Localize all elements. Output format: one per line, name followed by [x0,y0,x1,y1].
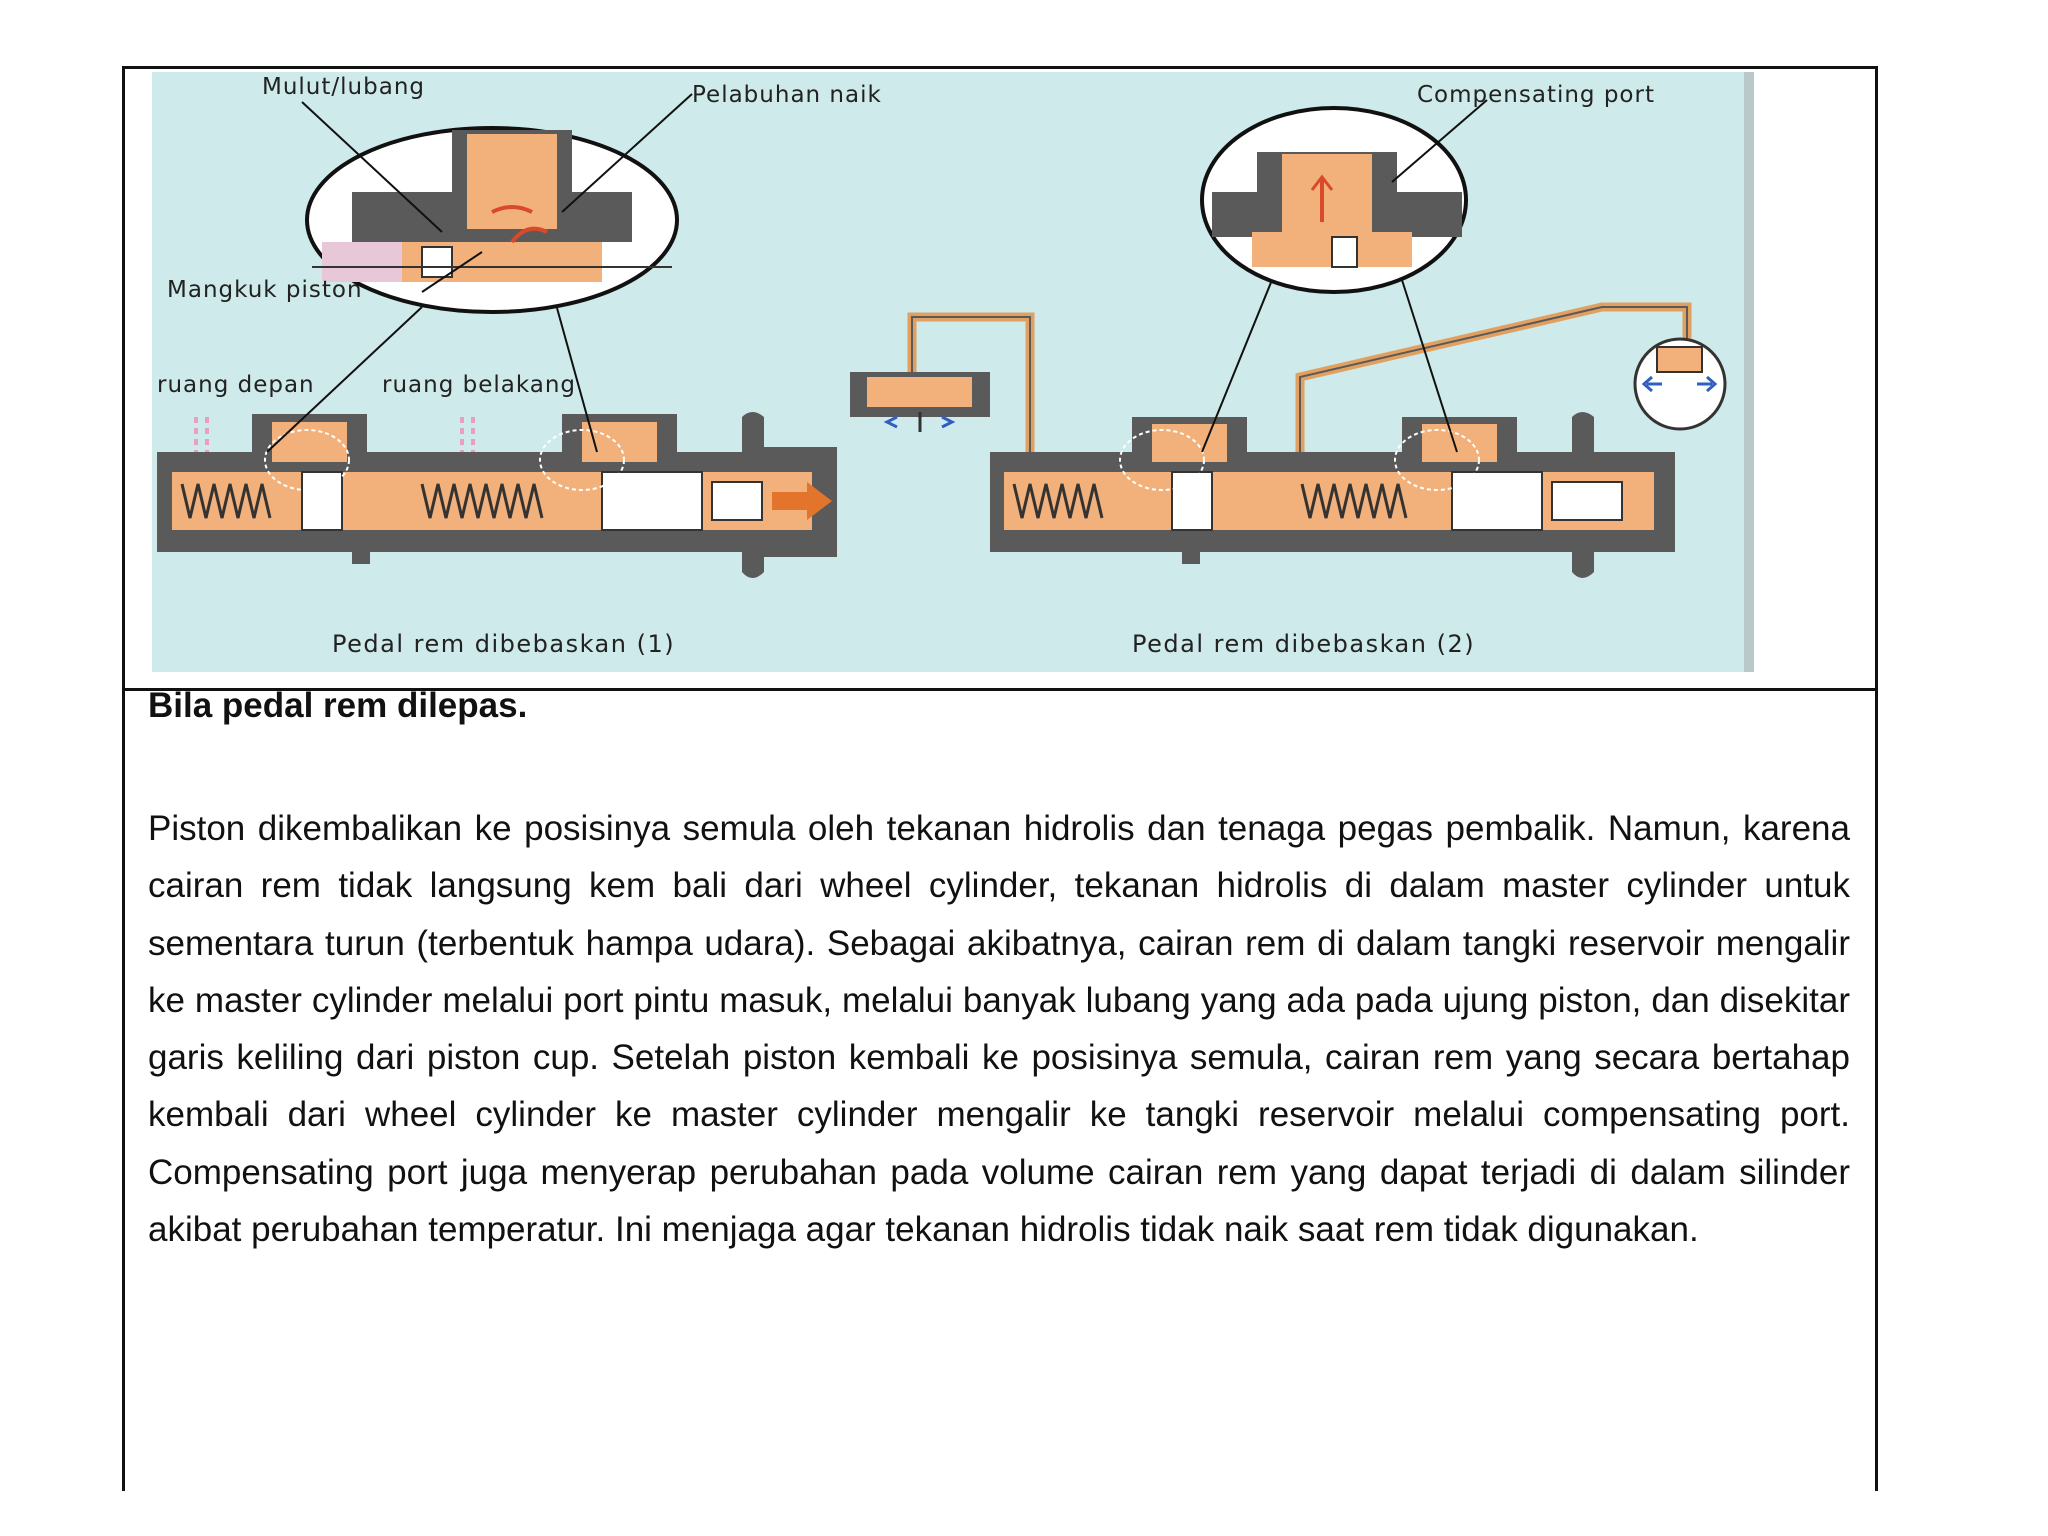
caption-right: Pedal rem dibebaskan (2) [1132,630,1475,658]
label-ruang-depan: ruang depan [157,372,315,398]
table-border-right [1875,66,1878,1491]
left-magnifier [266,126,679,453]
left-master-cylinder [157,412,837,578]
body-paragraph: Piston dikembalikan ke posisinya semula … [148,809,1850,1250]
label-pelabuhan: Pelabuhan naik [692,82,882,108]
master-cylinder-figure: Mulut/lubang Pelabuhan naik Compensating… [152,72,1754,672]
section-heading: Bila pedal rem dilepas. [148,686,528,725]
label-mulut-lubang: Mulut/lubang [262,74,425,100]
figure-svg: Mulut/lubang Pelabuhan naik Compensating… [152,72,1754,672]
table-border-top [122,66,1878,69]
right-magnifier [1200,106,1468,453]
label-compensating-port: Compensating port [1417,82,1655,108]
figure-edge [1744,72,1754,672]
label-mangkuk-piston: Mangkuk piston [167,277,363,303]
caption-left: Pedal rem dibebaskan (1) [332,630,675,658]
table-border-left [122,66,125,1491]
table-border-middle [122,688,1878,691]
label-ruang-belakang: ruang belakang [382,372,576,398]
right-master-cylinder [850,302,1727,578]
